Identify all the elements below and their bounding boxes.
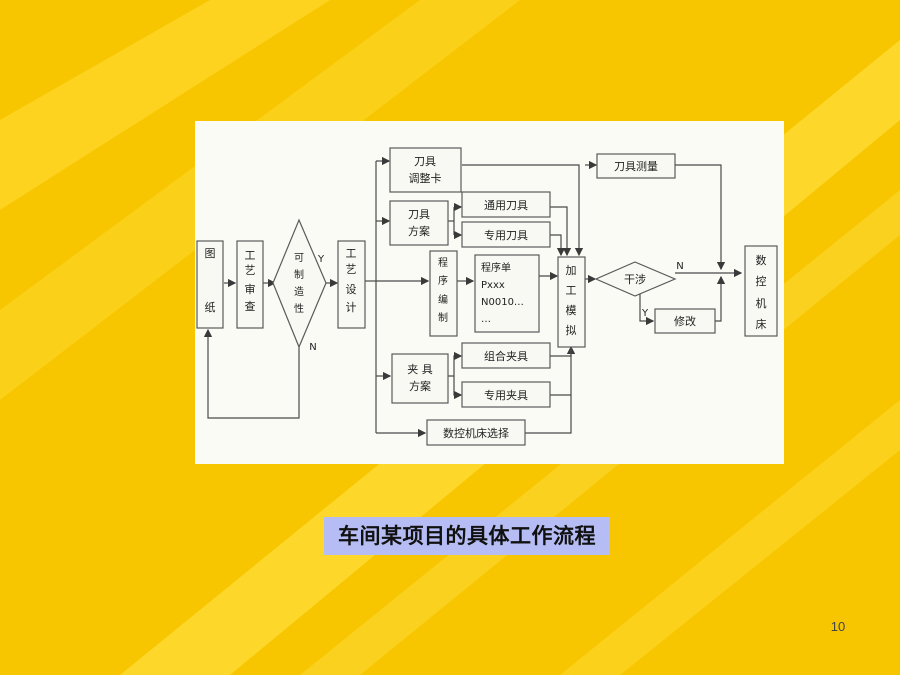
node-manufacturability: 可 制 造 性 bbox=[272, 218, 327, 349]
node-general-tool-text: 通用刀具 bbox=[484, 199, 528, 212]
node-tool-plan-text-1: 刀具 bbox=[408, 208, 430, 221]
node-process-design-text-2: 艺 bbox=[346, 263, 357, 276]
node-tool-adjust-card: 刀具 调整卡 bbox=[389, 147, 462, 193]
node-program-sheet: 程序单 Pxxx N0010… … bbox=[474, 254, 540, 333]
node-programming: 程 序 编 制 bbox=[429, 250, 458, 337]
node-process-review-text-3: 审 bbox=[245, 282, 256, 296]
node-manufacturability-text-4: 性 bbox=[294, 302, 304, 315]
node-process-review-text-1: 工 bbox=[245, 249, 256, 262]
node-cnc-machine-text-1: 数 bbox=[756, 254, 767, 267]
node-process-design-text-3: 设 bbox=[346, 283, 357, 296]
label-interference-no: N bbox=[676, 261, 683, 272]
node-special-tool-text: 专用刀具 bbox=[484, 228, 528, 242]
node-programming-text-1: 程 bbox=[438, 257, 448, 269]
node-machining-sim-text-1: 加 bbox=[566, 264, 577, 277]
node-cnc-select: 数控机床选择 bbox=[426, 419, 526, 446]
workflow-diagram: 图 纸 工 艺 审 查 可 制 造 性 Y N 工 艺 设 计 刀具 bbox=[195, 121, 784, 464]
node-programming-text-3: 编 bbox=[438, 293, 448, 306]
node-cnc-machine: 数 控 机 床 bbox=[744, 245, 778, 337]
node-tool-plan: 刀具 方案 bbox=[389, 200, 449, 246]
node-fixture-plan: 夹 具 方案 bbox=[391, 353, 449, 404]
node-general-tool: 通用刀具 bbox=[461, 191, 551, 218]
node-program-sheet-text-2: Pxxx bbox=[481, 280, 505, 291]
node-modify: 修改 bbox=[654, 308, 716, 334]
node-program-sheet-text-3: N0010… bbox=[481, 297, 524, 308]
node-cnc-machine-text-2: 控 bbox=[756, 274, 767, 288]
node-tool-adjust-card-text-2: 调整卡 bbox=[409, 171, 442, 185]
node-process-review-text-2: 艺 bbox=[245, 264, 256, 277]
node-interference: 干涉 bbox=[594, 261, 677, 297]
node-interference-text: 干涉 bbox=[624, 272, 646, 286]
node-program-sheet-text-4: … bbox=[481, 314, 491, 325]
node-tool-measure: 刀具测量 bbox=[596, 153, 676, 179]
slide-caption: 车间某项目的具体工作流程 bbox=[324, 517, 610, 555]
page-number: 10 bbox=[830, 619, 846, 634]
node-special-tool: 专用刀具 bbox=[461, 221, 551, 248]
node-cnc-machine-text-3: 机 bbox=[756, 296, 767, 310]
node-tool-measure-text: 刀具测量 bbox=[614, 160, 658, 173]
connector-lines bbox=[203, 156, 743, 438]
node-programming-text-2: 序 bbox=[438, 274, 448, 287]
node-modify-text: 修改 bbox=[674, 314, 696, 328]
node-machining-sim-text-4: 拟 bbox=[566, 323, 577, 337]
label-no: N bbox=[309, 342, 316, 353]
node-machining-sim: 加 工 模 拟 bbox=[557, 256, 586, 348]
node-special-fixture-text: 专用夹具 bbox=[484, 388, 528, 402]
node-manufacturability-text-2: 制 bbox=[294, 268, 304, 281]
node-cnc-machine-text-4: 床 bbox=[756, 317, 767, 331]
node-fixture-plan-text-2: 方案 bbox=[409, 379, 431, 393]
label-yes: Y bbox=[317, 254, 325, 265]
node-process-design-text-1: 工 bbox=[346, 247, 357, 260]
node-process-review: 工 艺 审 查 bbox=[236, 240, 264, 329]
node-cnc-select-text: 数控机床选择 bbox=[443, 426, 509, 440]
node-fixture-plan-text-1: 夹 具 bbox=[407, 363, 433, 376]
node-manufacturability-text-3: 造 bbox=[294, 285, 304, 298]
node-tool-plan-text-2: 方案 bbox=[408, 224, 430, 238]
node-process-review-text-4: 查 bbox=[245, 299, 256, 313]
label-interference-yes: Y bbox=[641, 308, 649, 319]
node-programming-text-4: 制 bbox=[438, 311, 448, 324]
node-tool-adjust-card-text-1: 刀具 bbox=[414, 155, 436, 168]
node-modular-fixture-text: 组合夹具 bbox=[484, 349, 528, 363]
node-drawing-text-1: 图 bbox=[205, 247, 216, 260]
node-process-design: 工 艺 设 计 bbox=[337, 240, 366, 329]
node-program-sheet-text-1: 程序单 bbox=[481, 261, 511, 274]
node-drawing-text-2: 纸 bbox=[205, 301, 216, 314]
node-machining-sim-text-2: 工 bbox=[566, 284, 577, 297]
node-drawing: 图 纸 bbox=[196, 240, 224, 329]
node-special-fixture: 专用夹具 bbox=[461, 381, 551, 408]
node-process-design-text-4: 计 bbox=[346, 301, 357, 314]
node-modular-fixture: 组合夹具 bbox=[461, 342, 551, 369]
node-machining-sim-text-3: 模 bbox=[566, 304, 577, 317]
node-manufacturability-text-1: 可 bbox=[294, 253, 304, 264]
